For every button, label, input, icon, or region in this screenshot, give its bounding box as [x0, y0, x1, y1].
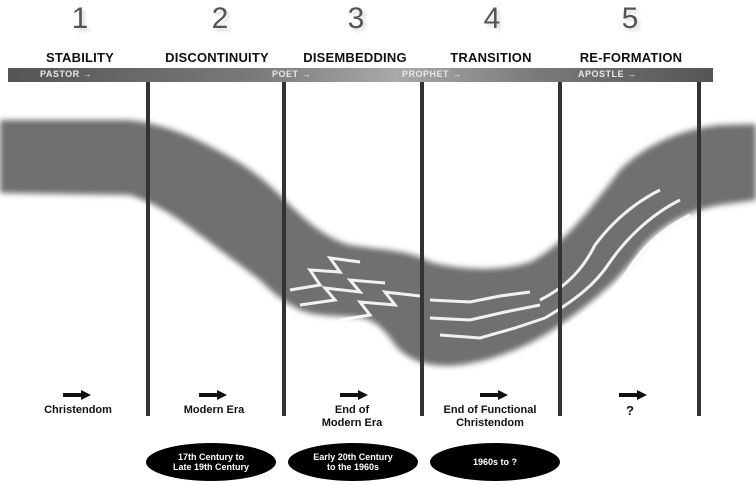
stage-title-1: STABILITY [46, 50, 114, 65]
arrow-right-icon [340, 390, 368, 400]
arrow-right-icon [63, 390, 91, 400]
era-label-1: Christendom [44, 404, 112, 416]
period-label-1: 17th Century to Late 19th Century [172, 452, 250, 472]
stage-number-5: 5 [621, 2, 639, 35]
stream-shape [0, 120, 756, 366]
era-label-5: ? [626, 403, 634, 418]
era-label-3: End of Modern Era [321, 404, 383, 429]
stage-title-5: RE-FORMATION [579, 50, 683, 65]
band-label-pastor: PASTOR → [40, 69, 93, 79]
stage-number-3: 3 [347, 2, 365, 35]
stage-title-2: DISCONTINUITY [165, 50, 269, 65]
arrow-right-icon [199, 390, 227, 400]
period-pill-3: 1960s to ? [430, 443, 560, 481]
divider-2 [282, 82, 286, 416]
stage-title-4: TRANSITION [450, 50, 532, 65]
period-pill-2: Early 20th Century to the 1960s [288, 443, 418, 481]
divider-3 [420, 82, 424, 416]
stage-number-1: 1 [71, 2, 89, 35]
band-label-poet: POET → [272, 69, 312, 79]
era-label-4: End of Functional Christendom [443, 404, 537, 429]
stage-title-3: DISEMBEDDING [303, 50, 407, 65]
arrow-right-icon [480, 390, 508, 400]
divider-5 [697, 82, 701, 416]
period-label-2: Early 20th Century to the 1960s [313, 452, 393, 472]
era-label-2: Modern Era [183, 404, 245, 416]
divider-4 [558, 82, 562, 416]
divider-1 [146, 82, 150, 416]
arrow-right-icon [619, 390, 647, 400]
stage-number-2: 2 [211, 2, 229, 35]
period-label-3: 1960s to ? [472, 457, 518, 467]
role-band [8, 68, 713, 82]
period-pill-1: 17th Century to Late 19th Century [146, 443, 276, 481]
band-label-apostle: APOSTLE → [578, 69, 637, 79]
band-label-prophet: PROPHET → [402, 69, 462, 79]
fracture-lines [289, 256, 546, 340]
reformation-lines [539, 188, 691, 332]
stage-number-4: 4 [483, 2, 501, 35]
